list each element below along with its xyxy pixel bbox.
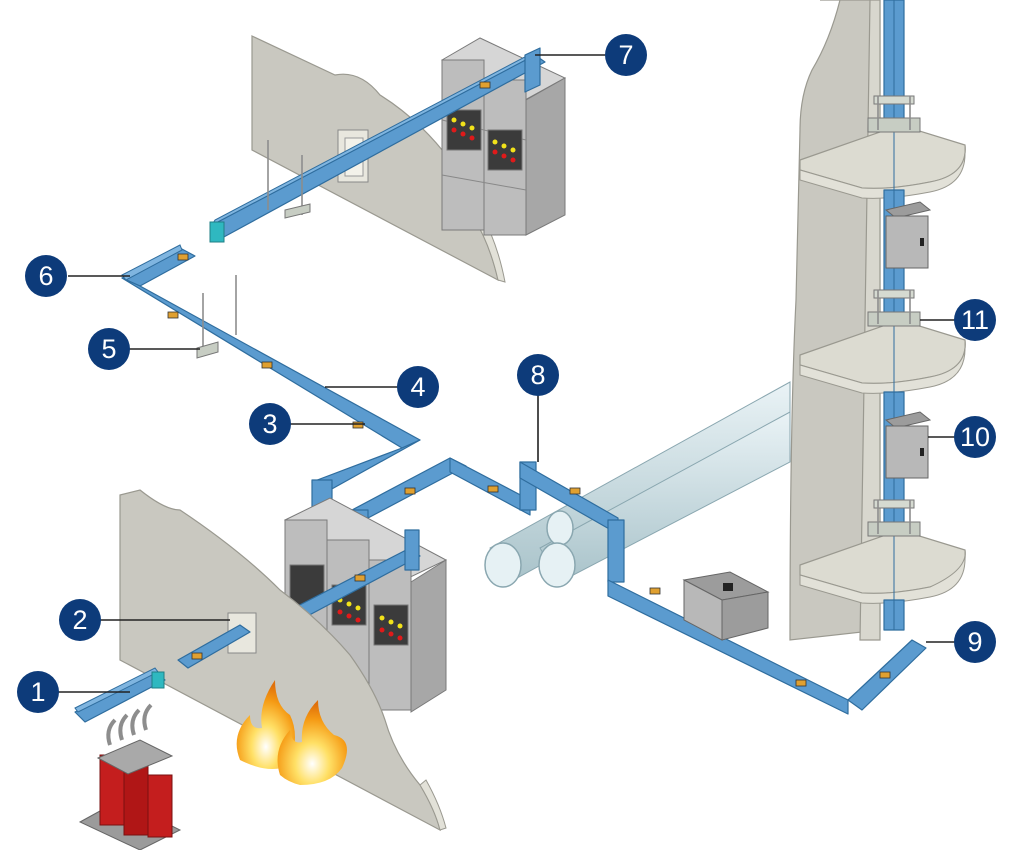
callout-3: 3 <box>249 403 291 445</box>
indicator-panel <box>373 604 409 646</box>
pipes <box>484 381 791 588</box>
spring-hanger-3 <box>867 499 921 537</box>
pipe-end-3 <box>538 542 576 588</box>
tap-off-box-riser-2 <box>884 411 932 479</box>
callout-6-number: 6 <box>38 261 53 291</box>
callout-6: 6 <box>25 255 67 297</box>
callout-11: 11 <box>954 299 996 341</box>
busway-horizontal-run <box>121 244 927 715</box>
fire-wall-lower <box>119 489 447 832</box>
fire <box>236 680 347 785</box>
busway-connector-end <box>209 221 225 243</box>
switchgear-upper <box>440 37 567 236</box>
spring-hanger-1 <box>867 95 921 133</box>
callout-5-number: 5 <box>101 334 116 364</box>
callout-2: 2 <box>59 599 101 641</box>
callout-10-number: 10 <box>960 422 990 452</box>
callout-3-number: 3 <box>262 409 277 439</box>
tap-off-box-riser-1 <box>884 201 932 269</box>
busway-upper-run <box>209 47 546 243</box>
callout-7-number: 7 <box>618 40 633 70</box>
leader-lines <box>56 54 955 693</box>
callout-1-number: 1 <box>30 677 45 707</box>
pipe-end-1 <box>546 510 574 546</box>
callout-9: 9 <box>954 621 996 663</box>
flame-2 <box>277 700 347 785</box>
spring-hanger-2 <box>867 289 921 327</box>
callout-1: 1 <box>17 671 59 713</box>
callout-2-number: 2 <box>72 605 87 635</box>
callout-10: 10 <box>954 416 996 458</box>
callout-8: 8 <box>517 354 559 396</box>
callout-7: 7 <box>605 34 647 76</box>
callout-4-number: 4 <box>410 372 425 402</box>
tap-off-box-horizontal <box>682 571 770 641</box>
callout-5: 5 <box>88 328 130 370</box>
callout-11-number: 11 <box>961 305 989 335</box>
transformer <box>74 667 182 850</box>
indicator-panel <box>487 129 523 171</box>
pipe-end-2 <box>484 542 522 588</box>
callout-9-number: 9 <box>967 627 982 657</box>
callout-8-number: 8 <box>530 360 545 390</box>
callout-4: 4 <box>397 366 439 408</box>
